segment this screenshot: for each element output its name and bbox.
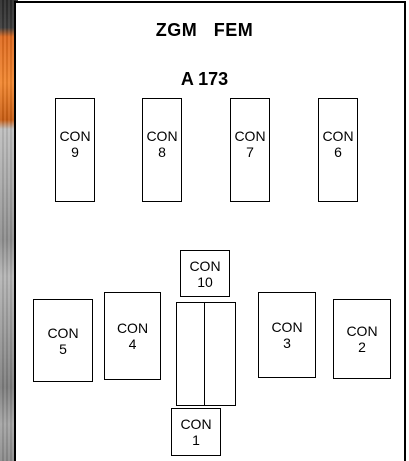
connector-number: 3 xyxy=(283,335,291,351)
connector-label: CON xyxy=(59,128,91,144)
connector-label: CON xyxy=(180,416,212,432)
connector-label: CON xyxy=(47,324,79,341)
connector-con2: CON 2 xyxy=(333,299,391,379)
connector-con6: CON 6 xyxy=(318,98,358,202)
connector-label: CON xyxy=(234,128,266,144)
connector-label: CON xyxy=(322,128,354,144)
connector-con8: CON 8 xyxy=(142,98,182,202)
connector-con5: CON 5 xyxy=(33,299,93,382)
background-photo-edge xyxy=(0,0,18,461)
connector-con1: CON 1 xyxy=(171,408,221,456)
connector-number: 1 xyxy=(192,432,200,448)
connector-con3: CON 3 xyxy=(258,292,316,378)
connector-number: 8 xyxy=(158,144,166,160)
connector-label: CON xyxy=(346,323,378,339)
connector-label: CON xyxy=(271,319,303,335)
connector-number: 9 xyxy=(71,144,79,160)
connector-con10: CON 10 xyxy=(180,250,230,297)
connector-number: 4 xyxy=(128,336,137,352)
connector-number: 5 xyxy=(59,340,67,357)
connector-number: 7 xyxy=(246,144,254,160)
diagram-subtitle: A 173 xyxy=(180,69,229,89)
connector-number: 10 xyxy=(197,273,213,290)
connector-number: 2 xyxy=(358,339,366,355)
connector-con9: CON 9 xyxy=(55,98,95,202)
connector-label: CON xyxy=(189,257,221,274)
connector-number: 6 xyxy=(334,144,342,160)
center-fuse-block xyxy=(176,302,236,406)
connector-label: CON xyxy=(146,128,178,144)
connector-label: CON xyxy=(116,320,149,336)
connector-con4: CON 4 xyxy=(104,292,161,380)
center-divider xyxy=(204,303,205,405)
connector-con7: CON 7 xyxy=(230,98,270,202)
diagram-title: ZGM FEM xyxy=(155,20,254,40)
